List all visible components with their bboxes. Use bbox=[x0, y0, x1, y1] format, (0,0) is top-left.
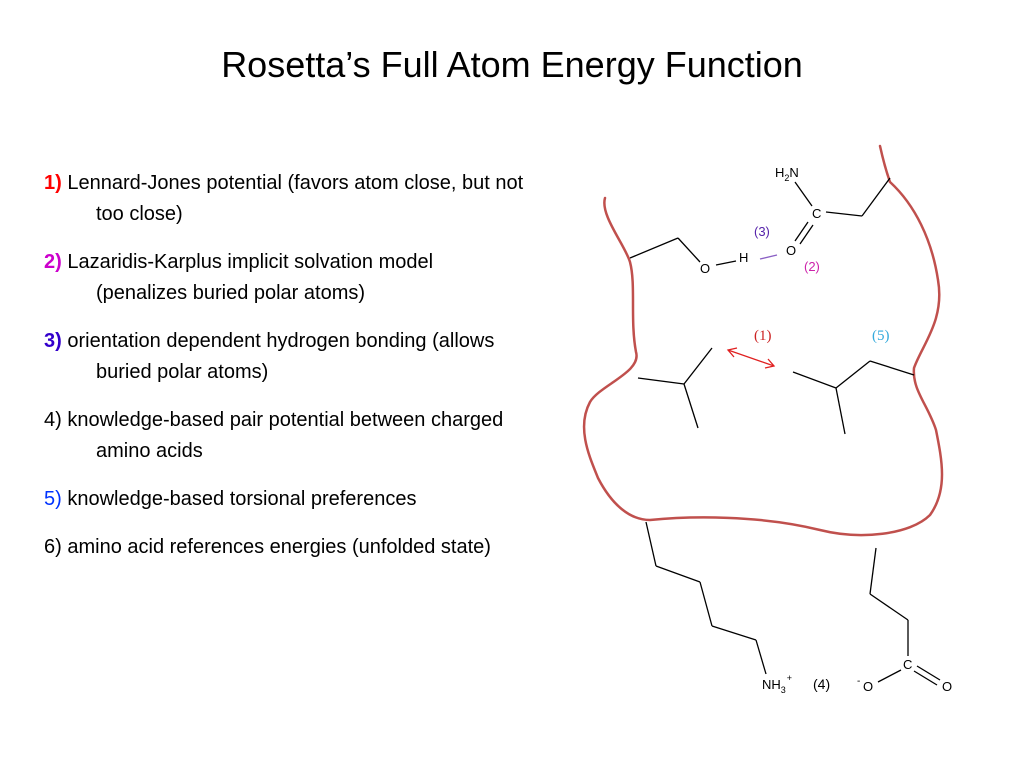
bond bbox=[794, 181, 813, 207]
label-three: (3) bbox=[754, 224, 770, 239]
carboxyl-carbon: C bbox=[903, 657, 912, 672]
bond bbox=[683, 347, 713, 385]
bond bbox=[677, 237, 701, 263]
term-text: knowledge-based pair potential between c… bbox=[67, 409, 504, 462]
hydrogen-bond-dash bbox=[759, 254, 778, 260]
term-text: Lennard-Jones potential (favors atom clo… bbox=[67, 172, 524, 225]
bond bbox=[711, 625, 757, 641]
lennard-jones-arrow bbox=[727, 349, 775, 367]
bond bbox=[699, 581, 713, 627]
slide-title: Rosetta’s Full Atom Energy Function bbox=[221, 44, 803, 85]
term-3: 3) orientation dependent hydrogen bondin… bbox=[44, 326, 524, 388]
bond bbox=[715, 260, 737, 266]
term-text: knowledge-based torsional preferences bbox=[67, 488, 417, 510]
bond bbox=[645, 521, 657, 567]
label-one: (1) bbox=[754, 328, 772, 344]
carboxyl-oxygen: O bbox=[942, 679, 952, 694]
bond bbox=[861, 177, 891, 217]
term-text: amino acid references energies (unfolded… bbox=[67, 536, 491, 558]
bond bbox=[869, 360, 915, 376]
label-four: (4) bbox=[813, 676, 830, 692]
bond bbox=[683, 383, 699, 429]
hydroxyl-oxygen: O bbox=[700, 261, 710, 276]
term-number: 5) bbox=[44, 488, 62, 510]
term-number: 4) bbox=[44, 409, 62, 431]
bond bbox=[869, 593, 909, 621]
double-bond bbox=[799, 224, 814, 245]
bond bbox=[629, 237, 679, 259]
double-bond bbox=[916, 665, 941, 681]
carbonyl-carbon: C bbox=[812, 206, 821, 221]
arrow-head-left bbox=[726, 347, 738, 358]
hydroxyl-hydrogen: H bbox=[739, 250, 748, 265]
protein-backbone-outline bbox=[582, 144, 944, 537]
bond bbox=[655, 565, 701, 583]
term-5: 5) knowledge-based torsional preferences bbox=[44, 484, 524, 515]
bond bbox=[755, 639, 767, 675]
ammonium-group: NH3+ bbox=[762, 673, 792, 695]
bond bbox=[792, 371, 837, 389]
bond bbox=[835, 387, 846, 435]
term-4: 4) knowledge-based pair potential betwee… bbox=[44, 405, 524, 467]
carboxylate-oxygen: O bbox=[863, 679, 873, 694]
label-five: (5) bbox=[872, 328, 890, 344]
bond bbox=[637, 377, 685, 385]
minus-sign: - bbox=[857, 676, 860, 687]
double-bond bbox=[794, 221, 809, 242]
amide-nitrogen: H2N bbox=[775, 165, 799, 183]
molecular-interaction-diagram: H2N C O O H (3) (2) (1) (5) NH3+ (4) C -… bbox=[582, 144, 952, 695]
term-1: 1) Lennard-Jones potential (favors atom … bbox=[44, 168, 524, 230]
bond bbox=[835, 360, 871, 389]
label-two: (2) bbox=[804, 259, 820, 274]
term-number: 3) bbox=[44, 330, 62, 352]
bond bbox=[869, 547, 877, 595]
bond bbox=[877, 669, 902, 683]
double-bond bbox=[913, 670, 938, 686]
term-number: 2) bbox=[44, 251, 62, 273]
term-number: 6) bbox=[44, 536, 62, 558]
term-number: 1) bbox=[44, 172, 62, 194]
arrow-head-right bbox=[764, 358, 776, 369]
term-text: Lazaridis-Karplus implicit solvation mod… bbox=[67, 251, 434, 304]
energy-terms-list: 1) Lennard-Jones potential (favors atom … bbox=[44, 168, 524, 580]
term-2: 2) Lazaridis-Karplus implicit solvation … bbox=[44, 247, 524, 309]
bond bbox=[825, 211, 863, 217]
term-text: orientation dependent hydrogen bonding (… bbox=[67, 330, 495, 383]
term-6: 6) amino acid references energies (unfol… bbox=[44, 532, 524, 563]
carbonyl-oxygen: O bbox=[786, 243, 796, 258]
